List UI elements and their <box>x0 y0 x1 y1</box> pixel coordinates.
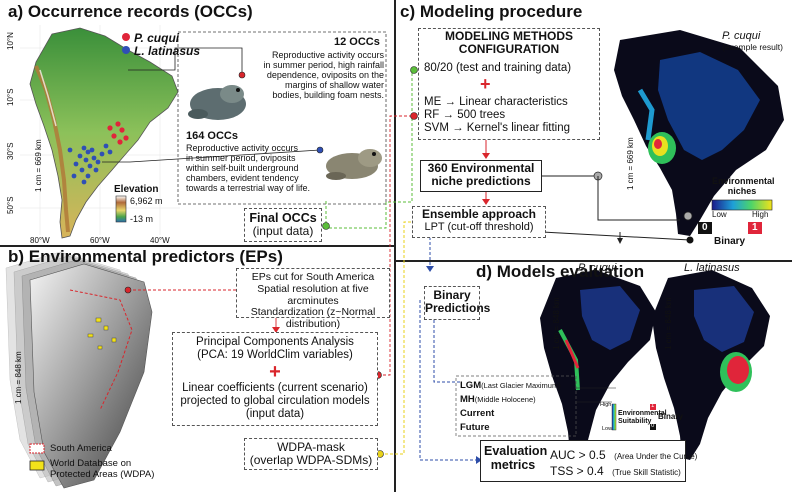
niche-high-label: High <box>752 210 769 219</box>
panel-a-scale: 1 cm = 669 km <box>34 139 43 192</box>
llatinasus-occ-count: 164 OCCs <box>186 130 238 142</box>
suitability-zero: 0 <box>651 423 655 429</box>
legend-llatinasus-label: L. latinasus <box>134 44 201 58</box>
pcuqui-description: Reproductive activity occurs in summer p… <box>263 50 384 101</box>
d-map2-scale: 1 cm = 848 km <box>664 297 673 350</box>
scenario-lgm: LGM(Last Glacier Maximum) <box>460 380 561 391</box>
niche-predictions-box: 360 Environmental niche predictions <box>420 160 542 192</box>
d-map1-scale: 1 cm = 848 km <box>552 297 561 350</box>
metric-tss: TSS > 0.4 (True Skill Statistic) <box>550 464 681 478</box>
lat-label-10n: 10°N <box>6 32 15 50</box>
lon-label-40w: 40°W <box>150 236 170 245</box>
elevation-max: 6,962 m <box>130 196 163 206</box>
panel-c-scale: 1 cm = 669 km <box>626 137 635 190</box>
legend-wdpa: World Database on Protected Areas (WDPA) <box>50 458 155 480</box>
legend-south-america: South America <box>50 443 112 454</box>
lat-label-10s: 10°S <box>6 88 15 106</box>
pca-box: Principal Components Analysis (PCA: 19 W… <box>172 332 378 426</box>
niche-low-label: Low <box>712 210 727 219</box>
binary-zero: 0 <box>702 222 708 233</box>
suitability-high: High <box>600 402 612 408</box>
lat-label-50s: 50°S <box>6 196 15 214</box>
panel-d-title: d) Models evaluation <box>476 262 645 281</box>
suitability-label: Environmental Suitability <box>618 410 667 425</box>
modeling-config-box <box>418 28 600 140</box>
scenario-current: Current <box>460 408 495 419</box>
methods-list: ME → Linear characteristics RF → 500 tre… <box>424 96 571 134</box>
evaluation-metrics-title: Evaluation metrics <box>484 444 548 472</box>
data-split-label: 80/20 (test and training data) <box>424 62 572 74</box>
d-map2-species: L. latinasus <box>684 262 740 274</box>
pcuqui-occ-count: 12 OCCs <box>334 36 380 48</box>
binary-one: 1 <box>752 222 758 233</box>
binary-predictions-box: Binary Predictions <box>424 286 490 320</box>
niche-legend-title: Environmental niches <box>712 176 775 197</box>
panel-a-title: a) Occurrence records (OCCs) <box>8 2 253 21</box>
scenario-future: Future <box>460 422 490 433</box>
ensemble-box: Ensemble approach LPT (cut-off threshold… <box>412 206 546 238</box>
example-species: P. cuqui <box>722 30 761 42</box>
metric-auc: AUC > 0.5 (Area Under the Curve) <box>550 448 698 462</box>
modeling-config-title: MODELING METHODS CONFIGURATION <box>445 29 573 57</box>
suitability-one: 1 <box>651 403 655 409</box>
lon-label-60w: 60°W <box>90 236 110 245</box>
suitability-low: Low <box>602 426 613 432</box>
lon-label-80w: 80°W <box>30 236 50 245</box>
final-occs-box: Final OCCs (input data) <box>244 208 322 242</box>
config-plus: + <box>480 74 491 94</box>
panel-b-title: b) Environmental predictors (EPs) <box>8 247 283 266</box>
divider-horizontal-left <box>0 245 395 247</box>
lat-label-30s: 30°S <box>6 142 15 160</box>
example-note: (example result) <box>722 42 783 52</box>
panel-c-title: c) Modeling procedure <box>400 2 583 21</box>
suitability-binary: Binary <box>658 412 683 421</box>
eps-cut-box: EPs cut for South America Spatial resolu… <box>236 268 390 330</box>
elevation-min: -13 m <box>130 214 154 224</box>
wdpa-mask-box: WDPA-mask (overlap WDPA-SDMs) <box>244 438 378 470</box>
legend-pcuqui-label: P. cuqui <box>134 31 180 45</box>
panel-b-scale: 1 cm = 848 km <box>14 351 23 404</box>
llatinasus-description: Reproductive activity occurs in summer p… <box>186 143 311 194</box>
frog-image-pcuqui <box>188 85 246 120</box>
divider-horizontal-right <box>395 260 792 262</box>
evaluation-metrics-box <box>480 440 686 482</box>
scenario-mh: MH(Middle Holocene) <box>460 394 536 405</box>
d-map1-species: P. cuqui <box>578 262 617 274</box>
elevation-title: Elevation <box>114 184 159 195</box>
binary-label: Binary <box>714 236 746 247</box>
